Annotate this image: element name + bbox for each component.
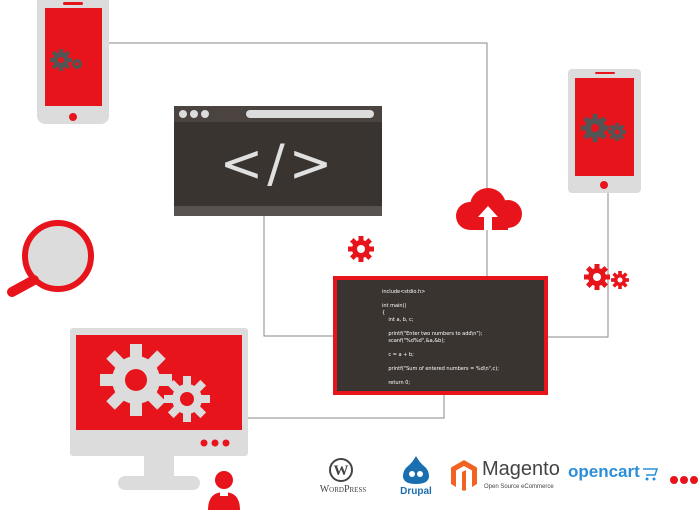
code-line: int a, b, c; bbox=[382, 317, 414, 323]
code-symbol: </> bbox=[219, 134, 337, 194]
code-line: printf("Enter two numbers to add\n"); bbox=[382, 331, 483, 337]
wordpress-icon: W bbox=[329, 458, 353, 482]
code-line: include<stdio.h> bbox=[382, 289, 426, 295]
code-line: c = a + b; bbox=[382, 352, 414, 358]
magento-subtitle: Open Source eCommerce bbox=[484, 484, 554, 490]
cart-icon bbox=[643, 468, 659, 481]
magento-logo: Magento Open Source eCommerce bbox=[450, 457, 562, 497]
code-panel: include<stdio.h> int main() { int a, b, … bbox=[333, 276, 548, 395]
code-line: printf("Sum of entered numbers = %d\n",c… bbox=[382, 366, 499, 372]
gears-icon bbox=[581, 114, 626, 142]
opencart-logo: opencart bbox=[568, 462, 664, 492]
wordpress-logo: W WordPress bbox=[312, 458, 374, 498]
gear-icon bbox=[348, 236, 374, 262]
phone-top-left bbox=[37, 0, 109, 124]
drupal-label: Drupal bbox=[400, 486, 432, 497]
drupal-icon bbox=[403, 456, 429, 484]
magento-icon bbox=[451, 460, 477, 491]
more-dots-icon bbox=[670, 476, 698, 484]
code-line bbox=[382, 296, 499, 303]
code-line: { bbox=[382, 310, 386, 316]
desktop-monitor bbox=[70, 328, 248, 492]
cloud-upload-icon bbox=[456, 188, 522, 230]
gears-icon bbox=[100, 344, 210, 422]
magnifier-icon bbox=[7, 220, 94, 297]
phone-right bbox=[568, 69, 641, 193]
code-line bbox=[382, 359, 499, 366]
drupal-logo: Drupal bbox=[396, 455, 436, 501]
code-line bbox=[382, 324, 499, 331]
wordpress-label: WordPress bbox=[319, 484, 367, 495]
opencart-label: opencart bbox=[568, 462, 640, 481]
code-window: </> bbox=[174, 106, 382, 216]
gears-icon bbox=[584, 264, 629, 290]
code-line: scanf("%d%d",&a,&b); bbox=[382, 338, 445, 344]
code-line bbox=[382, 373, 499, 380]
code-line: return 0; bbox=[382, 380, 411, 386]
svg-text:W: W bbox=[334, 463, 349, 479]
user-icon bbox=[208, 471, 240, 510]
gears-icon bbox=[50, 49, 82, 71]
code-line: int main() bbox=[382, 303, 407, 309]
code-line bbox=[382, 345, 499, 352]
code-lines: include<stdio.h> int main() { int a, b, … bbox=[382, 289, 499, 387]
magento-label: Magento bbox=[482, 458, 560, 480]
